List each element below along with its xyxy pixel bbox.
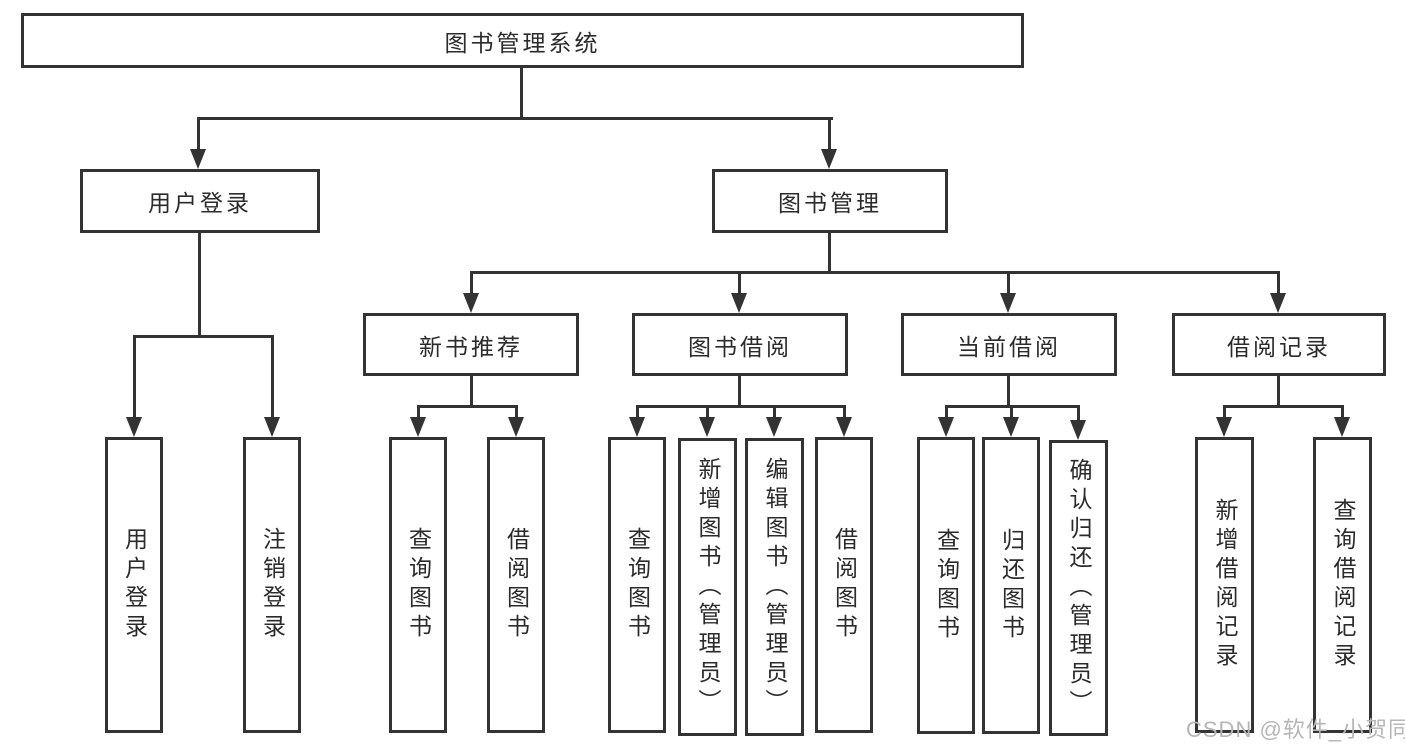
- connector-new-recommend-stem: [470, 376, 473, 408]
- node-label: 图书管理系统: [444, 29, 601, 56]
- connector-user-login-split: [133, 335, 274, 338]
- node-borrowing-records: 借阅记录: [1172, 313, 1386, 376]
- node-label: 新增借阅记录: [1212, 498, 1238, 672]
- arrowhead-leaf-query-record: [1334, 417, 1350, 437]
- arrowhead-user-login: [190, 149, 206, 169]
- node-label: 图书管理: [778, 190, 882, 216]
- connector-drop-user-login: [197, 117, 200, 153]
- node-label: 新增图书（管理员）: [695, 456, 721, 718]
- leaf-user-login: 用户登录: [105, 437, 163, 733]
- arrowhead-leaf-borrow-books-recommend: [508, 417, 524, 437]
- leaf-add-borrow-record: 新增借阅记录: [1195, 437, 1254, 733]
- node-label: 查询图书: [624, 527, 651, 643]
- leaf-edit-books-admin: 编辑图书（管理员）: [745, 438, 804, 736]
- connector-drop-leaf: [636, 405, 639, 421]
- leaf-borrow-books: 借阅图书: [815, 437, 873, 733]
- node-label: 借阅图书: [831, 527, 858, 643]
- arrowhead-leaf-edit-books: [766, 417, 782, 437]
- arrowhead-leaf-query-books-current: [938, 417, 954, 437]
- node-user-login: 用户登录: [80, 169, 320, 233]
- connector-drop-leaf: [773, 405, 776, 421]
- connector-current-borrowing-stem: [1007, 376, 1010, 408]
- connector-drop-leaf: [1341, 405, 1344, 421]
- node-label: 归还图书: [998, 527, 1025, 644]
- connector-drop-book-borrowing: [738, 271, 741, 296]
- connector-drop-leaf: [1223, 405, 1226, 421]
- node-new-book-recommend: 新书推荐: [363, 313, 579, 376]
- leaf-return-books: 归还图书: [982, 437, 1040, 734]
- arrowhead-leaf-add-record: [1216, 417, 1232, 437]
- arrowhead-leaf-query-books-recommend: [410, 417, 426, 437]
- connector-drop-leaf: [417, 405, 420, 421]
- connector-drop-leaf: [945, 405, 948, 421]
- node-label: 注销登录: [259, 527, 286, 643]
- arrowhead-current-borrowing: [1000, 293, 1016, 313]
- node-label: 编辑图书（管理员）: [762, 456, 788, 718]
- leaf-confirm-return-admin: 确认归还（管理员）: [1049, 440, 1108, 736]
- leaf-query-borrow-record: 查询借阅记录: [1313, 437, 1372, 733]
- node-label: 用户登录: [148, 190, 252, 216]
- connector-book-borrowing-stem: [738, 376, 741, 408]
- node-label: 用户登录: [121, 527, 148, 643]
- arrowhead-borrowing-records: [1270, 293, 1286, 313]
- arrowhead-leaf-return-books: [1003, 417, 1019, 437]
- node-label: 当前借阅: [957, 333, 1061, 360]
- leaf-add-books-admin: 新增图书（管理员）: [678, 438, 737, 736]
- connector-drop-leaf: [515, 405, 518, 421]
- arrowhead-leaf-borrow-books: [836, 417, 852, 437]
- node-book-borrowing: 图书借阅: [632, 313, 848, 376]
- connector-drop-book-management: [828, 117, 831, 153]
- connector-drop-leaf: [706, 405, 709, 421]
- connector-drop-leaf: [1077, 405, 1080, 421]
- connector-book-management-stem: [828, 233, 831, 274]
- arrowhead-new-book-recommend: [463, 293, 479, 313]
- csdn-watermark: CSDN @软件_小贺同学: [1186, 717, 1405, 742]
- leaf-query-books-recommend: 查询图书: [389, 437, 447, 733]
- node-label: 图书借阅: [688, 333, 792, 360]
- node-label: 借阅记录: [1227, 333, 1331, 360]
- arrowhead-book-management: [821, 149, 837, 169]
- connector-drop-new-book-recommend: [470, 271, 473, 296]
- node-label: 新书推荐: [419, 333, 523, 360]
- connector-drop-leaf: [1010, 405, 1013, 421]
- node-label: 查询图书: [405, 527, 432, 643]
- connector-book-borrowing-split: [636, 405, 846, 408]
- connector-level1-split: [197, 117, 833, 120]
- arrowhead-book-borrowing: [731, 293, 747, 313]
- node-label: 查询借阅记录: [1330, 498, 1356, 672]
- node-label: 借阅图书: [503, 527, 530, 643]
- connector-borrowing-records-split: [1223, 405, 1344, 408]
- connector-drop-leaf-logout: [271, 335, 274, 420]
- leaf-query-books-borrowing: 查询图书: [608, 437, 666, 733]
- arrowhead-leaf-confirm-return: [1070, 420, 1086, 440]
- connector-level2-split: [470, 271, 1280, 274]
- node-label: 查询图书: [933, 527, 960, 644]
- leaf-logout: 注销登录: [243, 437, 301, 733]
- arrowhead-leaf-logout: [264, 417, 280, 437]
- arrowhead-leaf-add-books: [699, 417, 715, 437]
- connector-root-stem: [520, 68, 523, 120]
- node-root-library-system: 图书管理系统: [21, 13, 1024, 68]
- leaf-query-books-current: 查询图书: [917, 437, 975, 734]
- connector-drop-leaf-user-login: [133, 335, 136, 420]
- arrowhead-leaf-query-books-borrowing: [629, 417, 645, 437]
- node-book-management: 图书管理: [712, 169, 948, 233]
- connector-drop-borrowing-records: [1277, 271, 1280, 296]
- connector-drop-leaf: [843, 405, 846, 421]
- node-current-borrowing: 当前借阅: [901, 313, 1117, 376]
- connector-new-recommend-split: [417, 405, 518, 408]
- leaf-borrow-books-recommend: 借阅图书: [487, 437, 545, 733]
- connector-drop-current-borrowing: [1007, 271, 1010, 296]
- connector-user-login-stem: [198, 233, 201, 338]
- connector-borrowing-records-stem: [1277, 376, 1280, 408]
- node-label: 确认归还（管理员）: [1066, 457, 1092, 719]
- arrowhead-leaf-user-login: [126, 417, 142, 437]
